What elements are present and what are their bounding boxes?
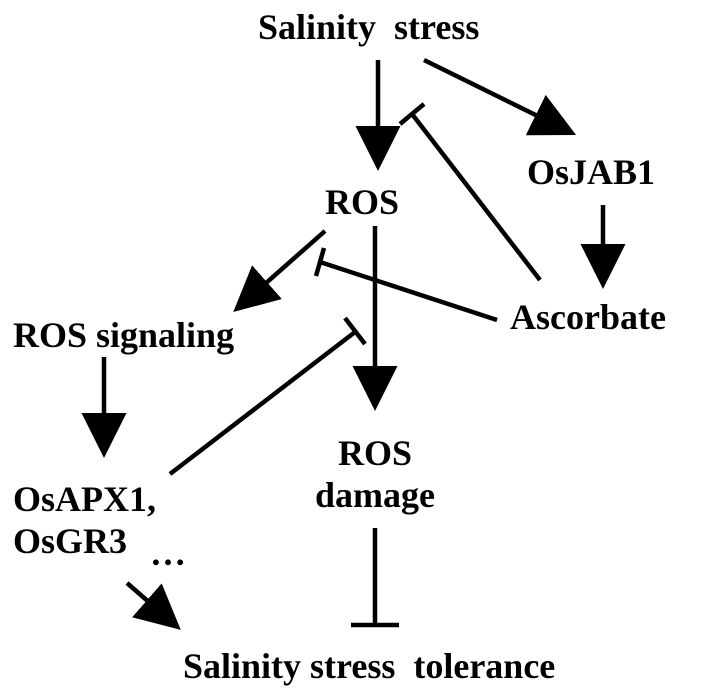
edge-ros-to-ros-signaling	[233, 229, 327, 312]
edge-salinity-to-osjab1	[423, 57, 577, 136]
edge-osapx1-inhibits-ros-damage	[168, 330, 357, 476]
node-ros-damage: ROS damage	[312, 432, 438, 516]
inhibit-bar-ros-signaling	[313, 247, 327, 277]
node-salinity-stress: Salinity stress	[258, 7, 480, 47]
node-ros-signaling: ROS signaling	[13, 315, 235, 355]
edge-ascorbate-inhibits-salinity-ros	[410, 112, 542, 282]
node-osjab1: OsJAB1	[527, 152, 656, 192]
ros-damage-line-1: ROS	[337, 433, 413, 473]
node-osapx1-osgr3: OsAPX1, OsGR3	[13, 478, 156, 562]
edge-osapx1-to-tolerance	[125, 581, 181, 630]
osgr3-label: OsGR3	[13, 521, 128, 561]
inhibit-bar-ros-damage	[343, 316, 367, 346]
edge-ascorbate-inhibits-ros-signaling	[319, 259, 498, 323]
node-ascorbate: Ascorbate	[510, 297, 666, 337]
node-ros: ROS	[325, 182, 400, 222]
inhibit-bar-salinity-ros	[398, 102, 426, 126]
ros-damage-line-2: damage	[315, 475, 435, 515]
node-salinity-stress-tolerance: Salinity stress tolerance	[183, 646, 556, 686]
osapx1-label: OsAPX1,	[13, 479, 156, 519]
ellipsis-label: …	[150, 533, 186, 573]
